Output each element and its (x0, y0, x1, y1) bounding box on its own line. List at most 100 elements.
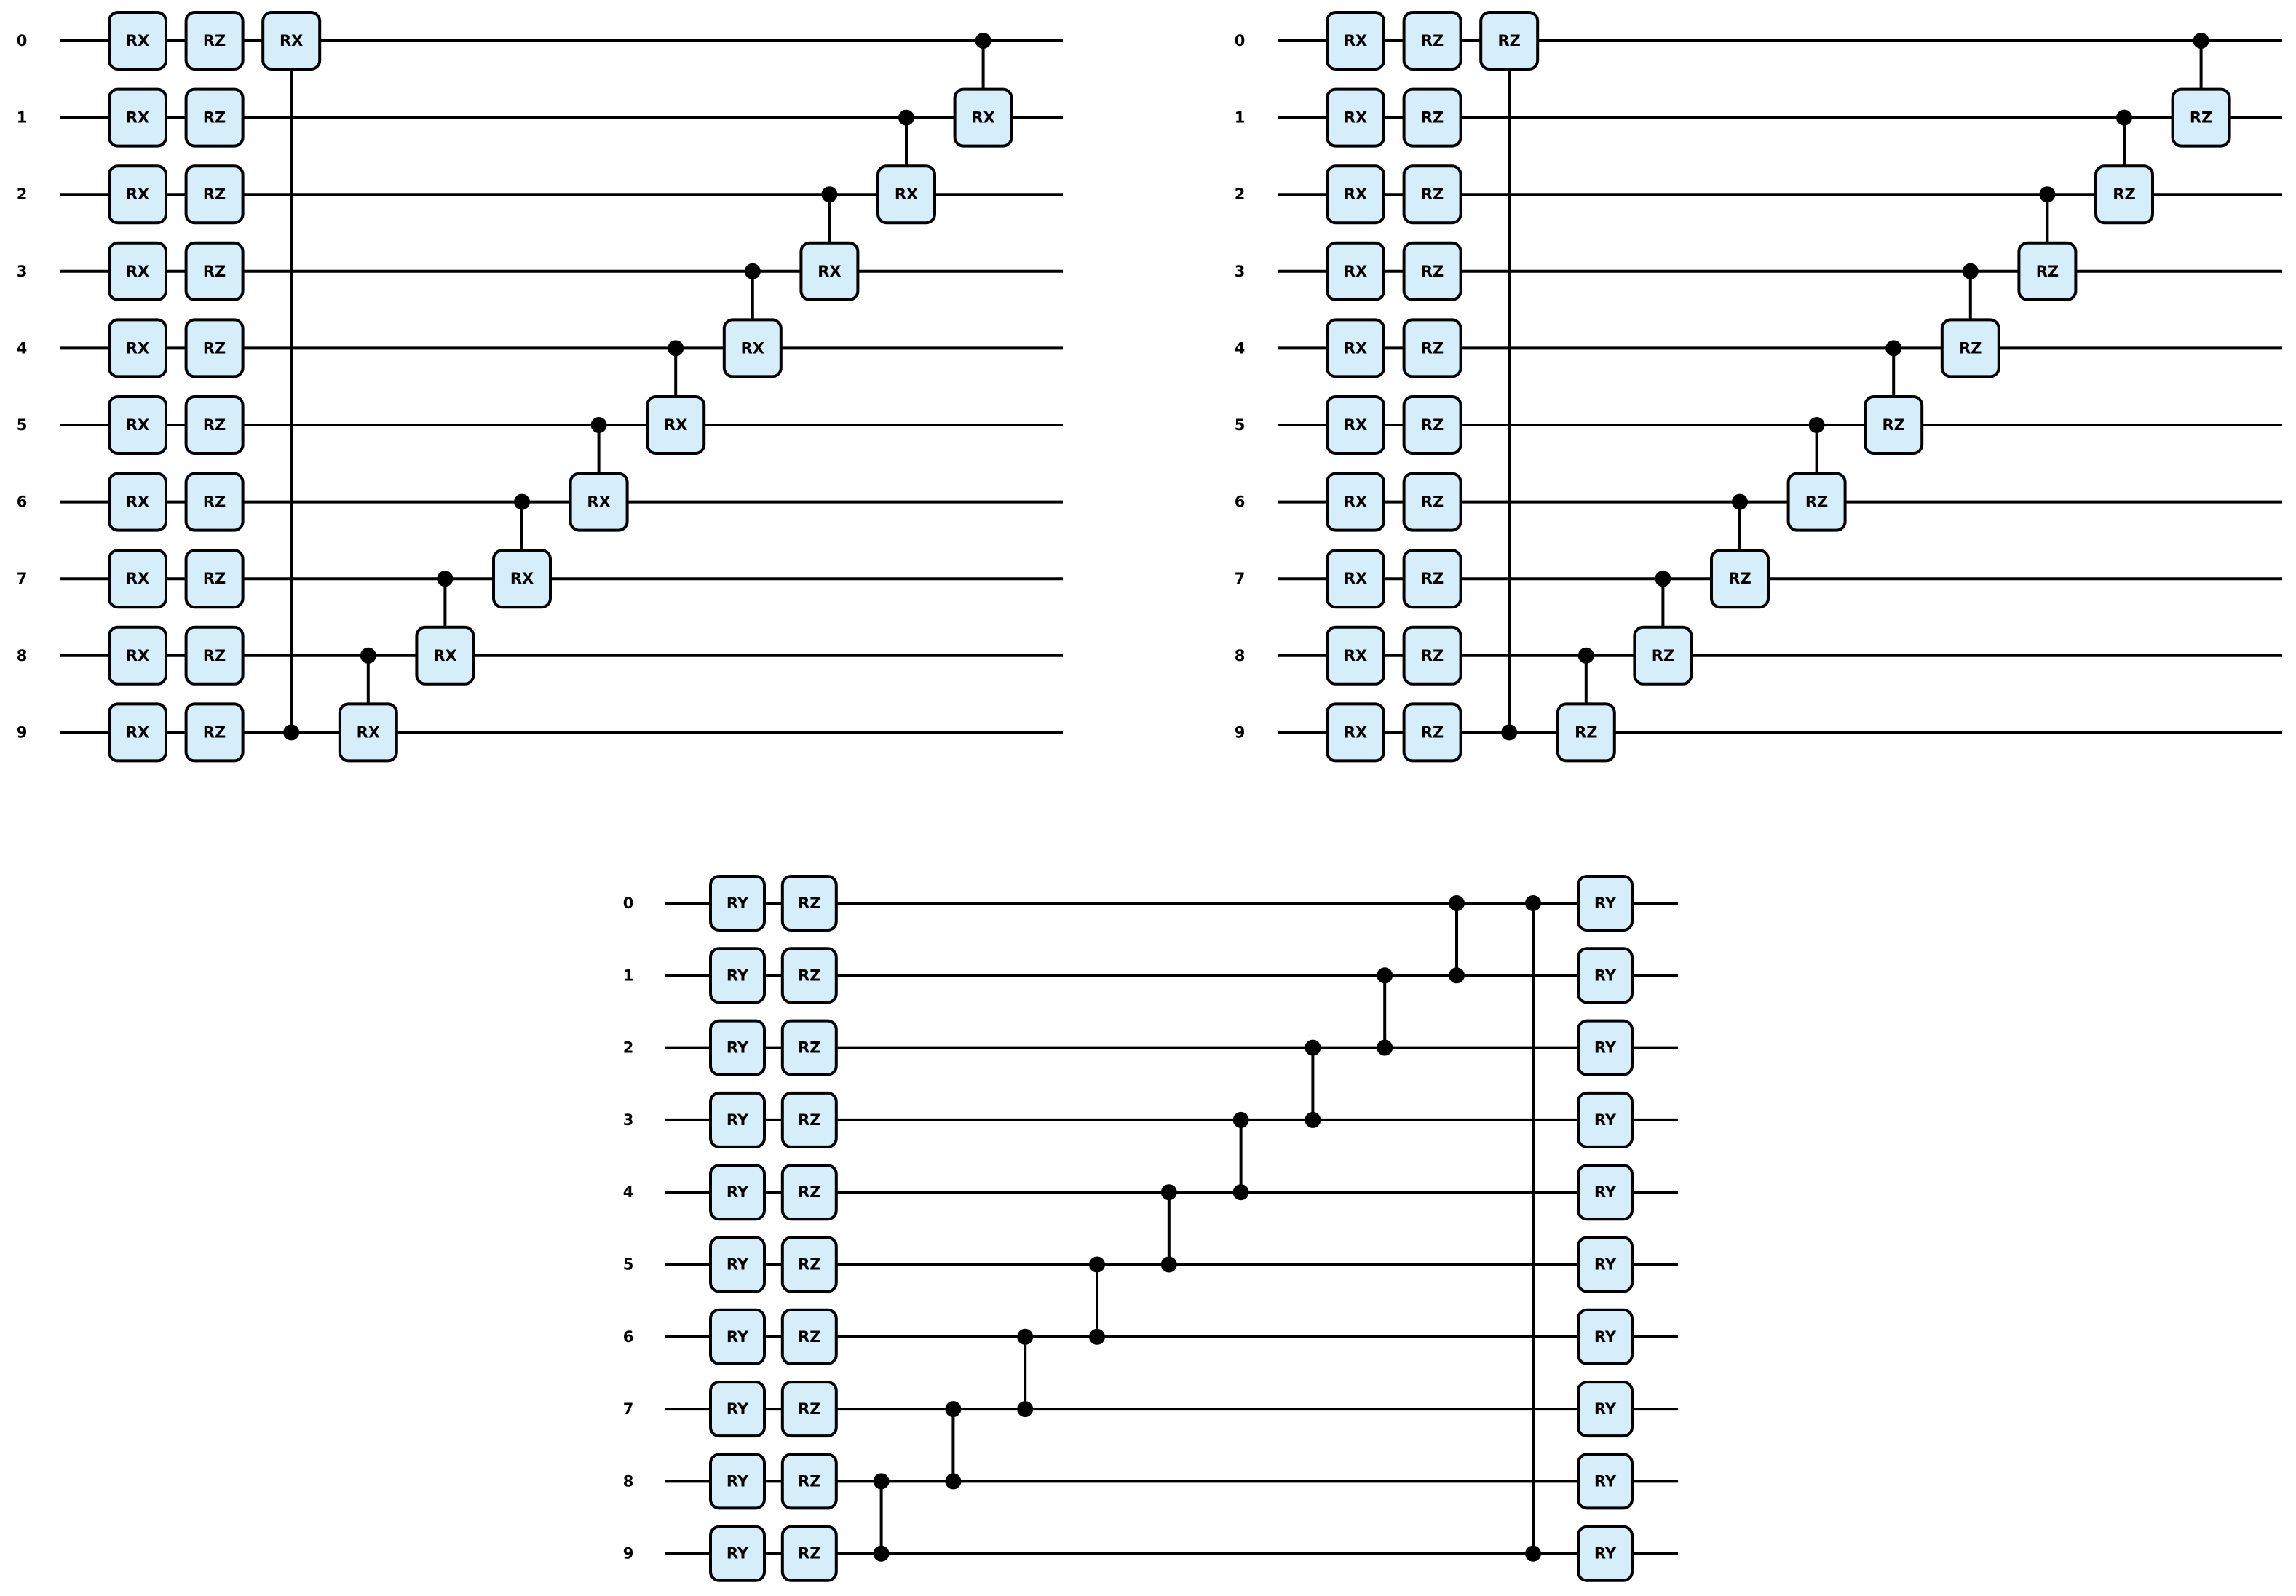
controlled-gate-rz: RZ (1479, 11, 1540, 71)
control-dot (1501, 724, 1518, 741)
gate-label: RZ (203, 570, 226, 587)
qubit-label: 6 (623, 1328, 634, 1346)
qubit-label: 2 (623, 1039, 634, 1057)
control-dot (2039, 186, 2056, 203)
gate-rx: RX (1326, 164, 1385, 225)
circuit-panel-bottom: 0123456789RYRYRYRYRYRYRYRYRYRYRZRZRZRZRZ… (623, 875, 1678, 1582)
control-dot (283, 724, 300, 741)
gate-label: RZ (2190, 109, 2212, 127)
gate-label: RZ (1421, 416, 1444, 434)
gate-label: RZ (203, 186, 226, 203)
gate-label: RZ (1421, 647, 1444, 664)
gate-rz: RZ (1402, 241, 1462, 301)
controlled-gate-rz: RZ (1864, 395, 1924, 455)
gate-label: RY (1594, 1400, 1617, 1418)
gate-rz: RZ (184, 472, 245, 532)
gate-rx: RX (108, 549, 167, 609)
gate-rx: RX (1326, 395, 1385, 455)
gate-label: RZ (1805, 493, 1828, 511)
gate-label: RZ (798, 1545, 820, 1563)
gate-label: RY (727, 1400, 749, 1418)
gate-label: RX (1344, 416, 1367, 434)
gate-ry: RY (1577, 1019, 1634, 1076)
controlled-gate-rz: RZ (1556, 702, 1616, 763)
gate-label: RX (1344, 109, 1367, 127)
gate-label: RX (126, 570, 149, 587)
gate-label: RX (126, 339, 149, 357)
gate-label: RY (727, 1328, 749, 1346)
gate-label: RY (727, 1183, 749, 1201)
gate-ry: RY (1577, 1453, 1634, 1510)
gate-label: RZ (1575, 723, 1597, 741)
cz-dot (1525, 1545, 1541, 1562)
gate-label: RX (126, 109, 149, 127)
gate-ry: RY (709, 1164, 766, 1221)
gate-rz: RZ (184, 549, 245, 609)
gate-label: RZ (798, 894, 820, 912)
gate-rz: RZ (184, 395, 245, 455)
gate-label: RZ (203, 647, 226, 664)
gate-label: RX (1344, 493, 1367, 511)
gate-label: RZ (2113, 186, 2135, 203)
gate-ry: RY (1577, 1525, 1634, 1582)
gate-rx: RX (108, 625, 167, 686)
controlled-gate-rz: RZ (1786, 472, 1847, 532)
gate-label: RZ (1421, 109, 1444, 127)
gate-rz: RZ (184, 11, 245, 71)
gate-rz: RZ (780, 1091, 838, 1148)
gate-label: RZ (203, 32, 226, 49)
gate-label: RX (433, 647, 456, 664)
control-dot (668, 340, 684, 357)
gate-rx: RX (1326, 11, 1385, 71)
gate-rz: RZ (184, 241, 245, 301)
gate-label: RX (664, 416, 687, 434)
qubit-label: 5 (17, 416, 28, 434)
cz-dot (1305, 1039, 1321, 1056)
controlled-gate-rz: RZ (2094, 164, 2154, 225)
gate-rz: RZ (184, 625, 245, 686)
gate-label: RY (1594, 1256, 1617, 1274)
gate-rz: RZ (1402, 625, 1462, 686)
control-dot (975, 33, 991, 49)
qubit-label: 6 (1235, 493, 1246, 511)
gate-ry: RY (1577, 1164, 1634, 1221)
control-dot (1885, 340, 1902, 357)
controlled-gate-rz: RZ (1633, 625, 1693, 686)
gate-label: RX (587, 493, 610, 511)
gate-rz: RZ (184, 318, 245, 378)
cz-dot (945, 1401, 962, 1418)
gate-ry: RY (1577, 1091, 1634, 1148)
qubit-label: 9 (623, 1545, 634, 1563)
gate-label: RY (1594, 1472, 1617, 1490)
cz-dot (1449, 967, 1465, 984)
qubit-label: 8 (623, 1472, 634, 1490)
gate-label: RX (1344, 339, 1367, 357)
gate-label: RY (1594, 966, 1617, 984)
gate-label: RX (126, 32, 149, 49)
gate-rx: RX (108, 87, 167, 148)
cz-dot (1449, 895, 1465, 911)
gate-label: RX (971, 109, 994, 127)
control-dot (360, 647, 376, 664)
qubit-label: 3 (1235, 263, 1246, 280)
qubit-label: 0 (17, 32, 28, 49)
qubit-label: 7 (17, 570, 28, 587)
gate-label: RZ (1421, 339, 1444, 357)
controlled-gate-rz: RZ (1710, 549, 1770, 609)
gate-label: RY (727, 966, 749, 984)
controlled-gate-rz: RZ (2017, 241, 2078, 301)
gate-rx: RX (1326, 549, 1385, 609)
gate-label: RZ (1728, 570, 1751, 587)
gate-rx: RX (108, 472, 167, 532)
gate-label: RX (126, 493, 149, 511)
qubit-label: 0 (623, 894, 634, 912)
control-dot (898, 109, 914, 126)
control-dot (2193, 33, 2209, 49)
gate-ry: RY (709, 875, 766, 932)
gate-ry: RY (1577, 947, 1634, 1004)
controlled-gate-rx: RX (722, 318, 783, 378)
cz-dot (873, 1473, 890, 1490)
gate-label: RX (818, 263, 841, 280)
cz-dot (945, 1473, 962, 1490)
